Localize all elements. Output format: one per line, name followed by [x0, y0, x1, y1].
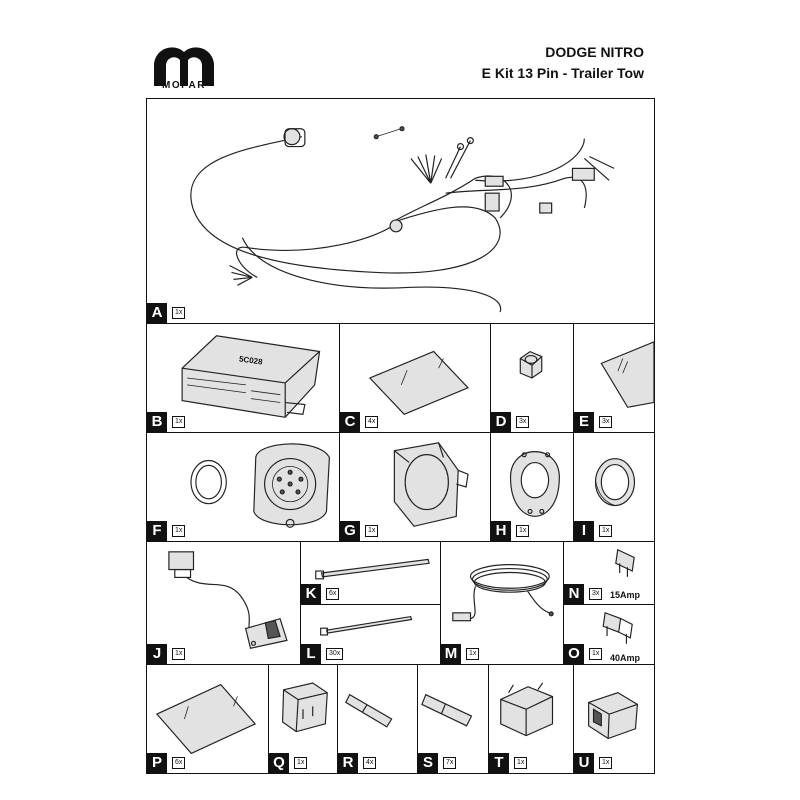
part-k-cable-tie: K 6x — [300, 541, 441, 605]
part-quantity: 1x — [172, 525, 186, 537]
part-o-fuse-40amp: 40Amp O 1x — [563, 604, 655, 665]
part-quantity: 1x — [599, 757, 613, 769]
seal-illustration — [594, 458, 636, 507]
part-letter: J — [147, 644, 167, 664]
part-l-cable-tie: L 30x — [300, 604, 441, 665]
part-quantity: 30x — [326, 648, 344, 660]
part-quantity: 6x — [326, 588, 340, 600]
part-letter: H — [491, 521, 511, 541]
fuse-illustration — [602, 611, 633, 644]
relay-illustration — [282, 682, 328, 733]
part-letter: S — [418, 753, 438, 773]
bracket-illustration — [393, 442, 469, 527]
part-t-plug-housing: T 1x — [488, 664, 574, 774]
connector-cable-illustration — [168, 551, 288, 649]
fuse-rating: 40Amp — [610, 653, 641, 663]
part-letter: P — [147, 753, 167, 773]
part-letter: R — [338, 753, 358, 773]
part-letter: O — [564, 644, 584, 664]
part-u-connector: U 1x — [573, 664, 655, 774]
part-letter: I — [574, 521, 594, 541]
part-quantity: 1x — [294, 757, 308, 769]
part-d-nut: D 3x — [490, 323, 574, 433]
butt-connector-illustration — [345, 693, 393, 728]
part-j-connector-cable: J 1x — [146, 541, 301, 665]
part-quantity: 1x — [172, 648, 186, 660]
connector-illustration — [588, 692, 639, 740]
splice-connector-illustration — [421, 693, 473, 727]
part-letter: T — [489, 753, 509, 773]
part-quantity: 1x — [365, 525, 379, 537]
part-b-control-module: 5C028 B 1x — [146, 323, 340, 433]
fuse-illustration — [615, 548, 635, 577]
part-letter: N — [564, 584, 584, 604]
wire-coil-illustration — [452, 564, 554, 622]
vehicle-name: DODGE NITRO — [545, 44, 644, 60]
part-quantity: 1x — [172, 307, 186, 319]
part-letter: E — [574, 412, 594, 432]
part-i-seal: I 1x — [573, 432, 655, 542]
part-q-relay: Q 1x — [268, 664, 338, 774]
part-letter: M — [441, 644, 461, 664]
kit-name: E Kit 13 Pin - Trailer Tow — [481, 65, 644, 81]
part-letter: L — [301, 644, 321, 664]
part-f-socket: F 1x — [146, 432, 340, 542]
part-quantity: 1x — [514, 757, 528, 769]
part-letter: F — [147, 521, 167, 541]
part-h-gasket: H 1x — [490, 432, 574, 542]
cable-tie-illustration — [320, 615, 413, 636]
part-g-bracket: G 1x — [339, 432, 491, 542]
part-m-wire-coil: M 1x — [440, 541, 564, 665]
part-quantity: 1x — [589, 648, 603, 660]
fuse-rating: 15Amp — [610, 590, 641, 600]
part-letter: C — [340, 412, 360, 432]
part-quantity: 1x — [172, 416, 186, 428]
part-letter: G — [340, 521, 360, 541]
wiring-harness-illustration — [190, 126, 615, 313]
part-quantity: 4x — [365, 416, 379, 428]
part-quantity: 6x — [172, 757, 186, 769]
part-quantity: 7x — [443, 757, 457, 769]
cable-tie-illustration — [315, 558, 430, 580]
part-s-splice-connector: S 7x — [417, 664, 489, 774]
part-quantity: 1x — [599, 525, 613, 537]
pad-illustration — [155, 683, 257, 755]
part-letter: D — [491, 412, 511, 432]
gasket-illustration — [509, 451, 560, 517]
control-module-illustration — [181, 335, 321, 418]
document-title: DODGE NITRO E Kit 13 Pin - Trailer Tow — [482, 42, 644, 84]
part-e-pad: E 3x — [573, 323, 655, 433]
part-quantity: 4x — [363, 757, 377, 769]
socket-illustration — [190, 443, 330, 528]
part-quantity: 1x — [466, 648, 480, 660]
part-letter: Q — [269, 753, 289, 773]
part-c-pad: C 4x — [339, 323, 491, 433]
part-letter: K — [301, 584, 321, 604]
part-letter: A — [147, 303, 167, 323]
part-p-pad: P 6x — [146, 664, 269, 774]
mopar-logo — [154, 47, 214, 86]
part-quantity: 1x — [516, 525, 530, 537]
brand-wordmark: MOPAR — [162, 80, 206, 91]
nut-illustration — [519, 350, 543, 379]
pad-illustration — [368, 350, 470, 416]
part-letter: B — [147, 412, 167, 432]
part-letter: U — [574, 753, 594, 773]
part-quantity: 3x — [516, 416, 530, 428]
part-quantity: 3x — [599, 416, 613, 428]
part-n-fuse-15amp: 15Amp N 3x — [563, 541, 655, 605]
plug-housing-illustration — [500, 682, 554, 737]
pad-illustration — [600, 341, 654, 408]
part-r-butt-connector: R 4x — [337, 664, 418, 774]
part-quantity: 3x — [589, 588, 603, 600]
part-a-wiring-harness: A 1x — [146, 98, 655, 324]
